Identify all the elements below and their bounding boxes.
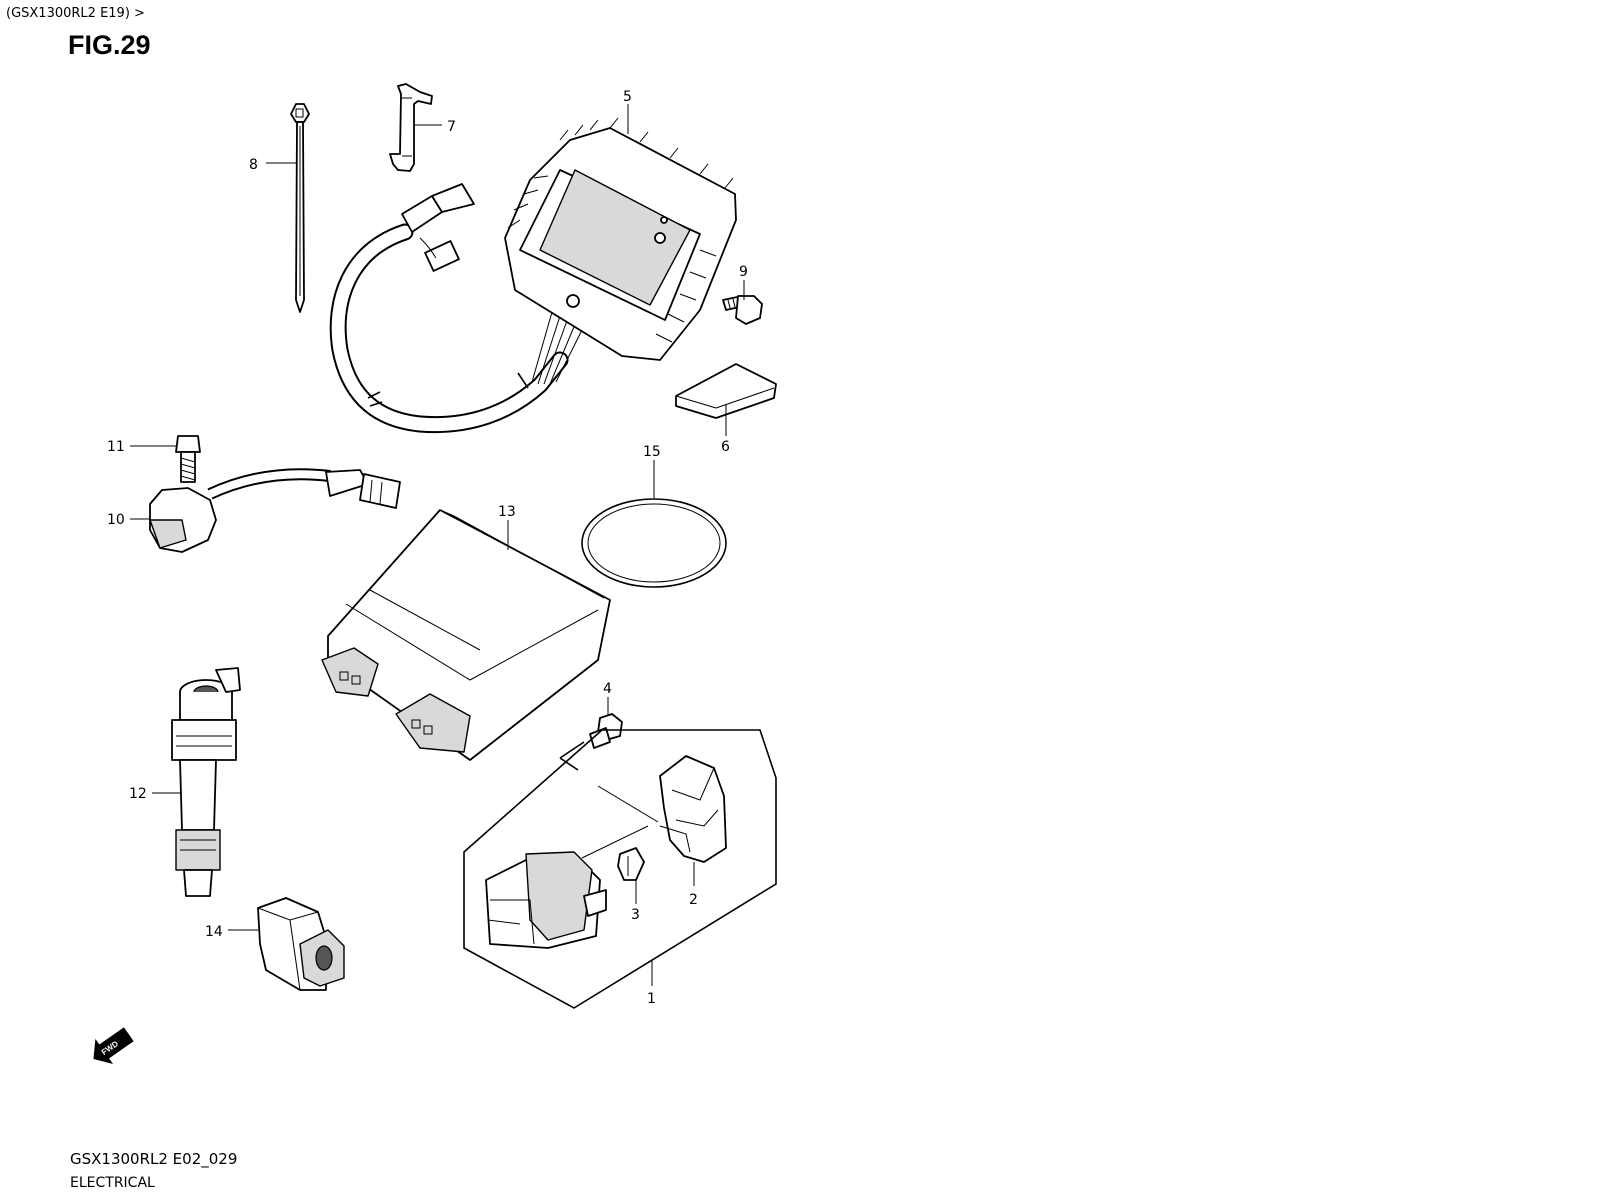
- callout-2: 2: [689, 892, 698, 908]
- part-6-pad: [675, 363, 777, 419]
- part-10-sensor: [149, 468, 401, 553]
- callout-10: 10: [107, 512, 125, 528]
- callout-4: 4: [603, 681, 612, 697]
- breadcrumb[interactable]: (GSX1300RL2 E19) >: [6, 6, 145, 21]
- callout-15: 15: [643, 444, 661, 460]
- callout-11: 11: [107, 439, 125, 455]
- callout-12: 12: [129, 786, 147, 802]
- part-7-clamp: [389, 83, 433, 172]
- callout-14: 14: [205, 924, 223, 940]
- callout-7: 7: [447, 119, 456, 135]
- fwd-arrow-icon: FWD: [93, 1027, 134, 1065]
- figure-title: FIG.29: [68, 30, 151, 60]
- part-1-relay-block: [485, 851, 607, 949]
- part-11-bolt: [175, 435, 201, 483]
- part-8-cable-tie: [290, 103, 310, 313]
- callout-5: 5: [623, 89, 632, 105]
- callout-1: 1: [647, 991, 656, 1007]
- callout-13: 13: [498, 504, 516, 520]
- part-12-ignition-coil: [171, 667, 241, 897]
- callout-6: 6: [721, 439, 730, 455]
- part-3-fuse: [617, 847, 645, 881]
- part-2-cover: [659, 755, 727, 863]
- callout-8: 8: [249, 157, 258, 173]
- part-5-regulator: [329, 117, 737, 434]
- callout-9: 9: [739, 264, 748, 280]
- leader-lines: [130, 104, 745, 986]
- callout-3: 3: [631, 907, 640, 923]
- part-4-bolt: [589, 713, 623, 749]
- part-14-connector: [257, 897, 345, 991]
- part-9-bolt: [722, 295, 763, 325]
- part-1-assembly-outline: [463, 729, 777, 1009]
- section-name: ELECTRICAL: [70, 1175, 155, 1191]
- part-13-ecm: [321, 509, 611, 761]
- diagram-code: GSX1300RL2 E02_029: [70, 1150, 238, 1168]
- part-15-ring: [581, 498, 727, 588]
